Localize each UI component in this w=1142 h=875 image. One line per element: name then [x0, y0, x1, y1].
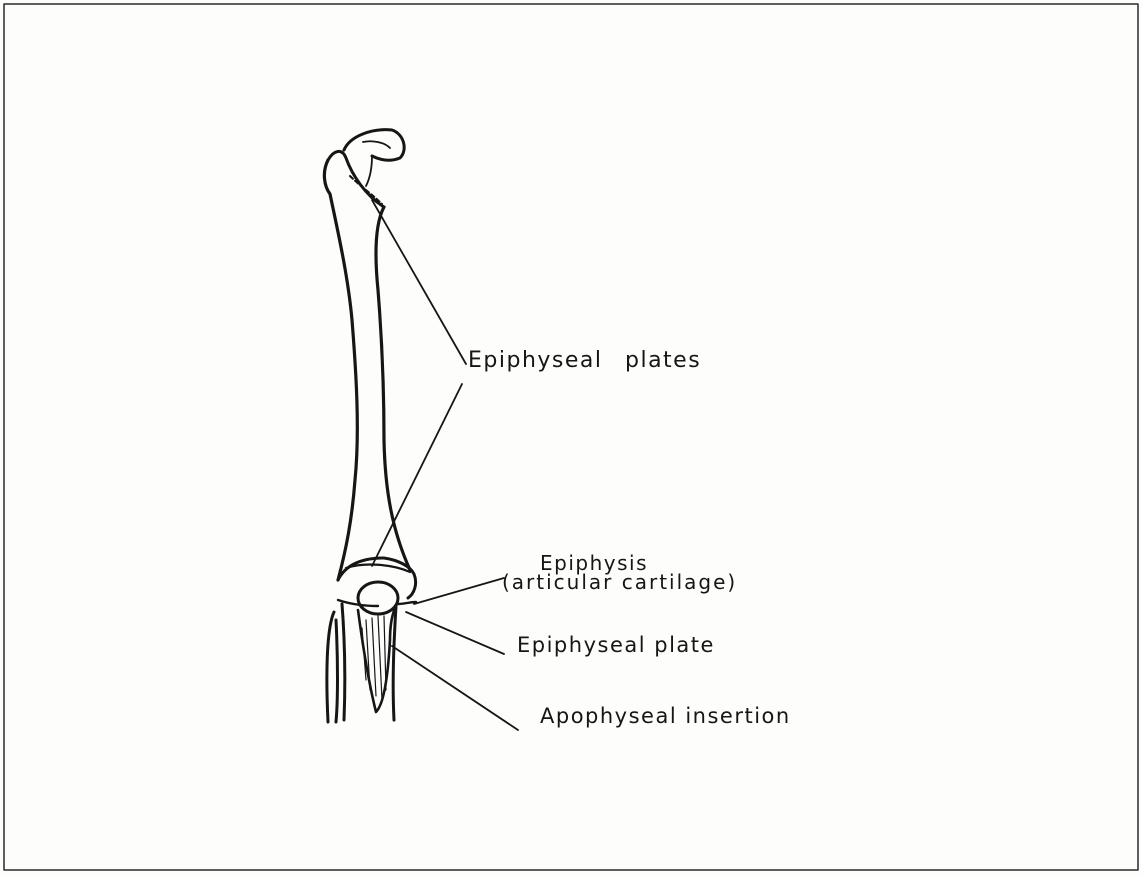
page-frame: [4, 4, 1138, 870]
label-apophyseal-insertion: Apophyseal insertion: [540, 704, 791, 728]
tibia-tuberosity: [358, 606, 396, 712]
label-epiphyseal-plate: Epiphyseal plate: [517, 633, 715, 657]
label-epiphyseal-plates: Epiphyseal plates: [468, 348, 701, 373]
femoral-head: [344, 130, 404, 160]
leader-apophyseal: [392, 646, 518, 730]
fibula: [327, 612, 338, 722]
tibia-left: [342, 604, 345, 720]
femur-right-contour: [376, 207, 410, 570]
tibia-right: [393, 606, 396, 720]
label-articular-cartilage: (articular cartilage): [502, 570, 737, 594]
knee-joint-line: [338, 600, 416, 606]
leader-epiphyseal-plate: [406, 612, 504, 654]
femoral-head-inner: [363, 141, 390, 186]
leader-plates-upper: [372, 200, 466, 364]
patella: [358, 582, 398, 614]
leader-epiphysis: [414, 578, 504, 604]
distal-epiphyseal-plate: [346, 565, 410, 572]
femur-left-contour: [324, 160, 357, 580]
proximal-epiphyseal-plate: [350, 176, 382, 204]
